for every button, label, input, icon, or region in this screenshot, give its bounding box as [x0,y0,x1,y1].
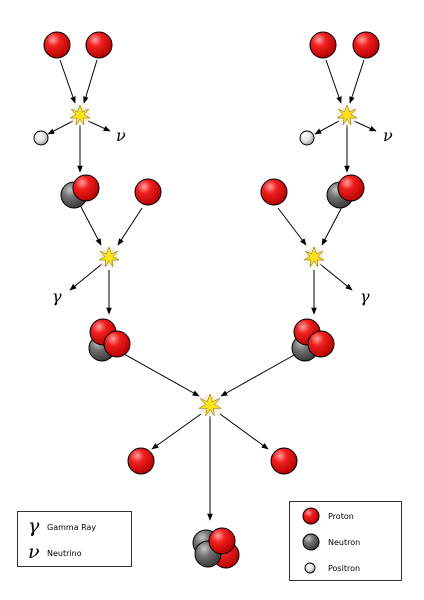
legend-gamma-symbol: γ [28,515,40,537]
proton [208,527,236,555]
legend-particles: Proton Neutron Positron [289,501,402,581]
reaction-flashes [67,102,360,419]
flash-icon [334,102,360,128]
legend-neutron-swatch [302,533,320,551]
proton [352,31,380,59]
proton [134,178,162,206]
positron [299,130,315,146]
arrow [277,207,307,246]
proton [72,174,100,202]
legend-neutrino-label: Neutrino [47,549,82,558]
reaction-arrows [47,59,377,521]
particles [33,31,380,569]
proton [307,330,335,358]
proton [103,330,131,358]
flash-icon [96,244,122,270]
flash-icon [67,102,93,128]
arrow [321,204,344,246]
legend-proton-swatch [302,507,320,525]
proton [337,174,365,202]
proton [127,447,155,475]
arrow [69,263,103,291]
flash-icon [196,391,224,419]
arrow [59,59,76,104]
legend-proton-label: Proton [328,512,354,521]
arrow [325,59,342,104]
arrow [79,204,102,246]
neutrino-label: ν [383,126,393,145]
legend-positron-label: Positron [328,564,360,573]
legend-gamma-label: Gamma Ray [47,523,96,532]
legend-positron-swatch [304,562,316,574]
gamma-label: γ [52,287,62,306]
proton [260,178,288,206]
arrow [353,120,377,132]
arrow [219,413,269,450]
arrow [349,59,365,104]
arrow [117,207,143,246]
arrow [47,120,74,135]
flash-icon [301,244,327,270]
legend-neutrino-symbol: ν [28,541,40,563]
positron [33,130,49,146]
arrow [83,59,98,104]
proton [309,31,337,59]
legend-neutron-label: Neutron [328,538,360,547]
gamma-label: γ [360,287,370,306]
arrow [87,120,111,132]
arrow [220,353,297,397]
proton [85,31,113,59]
arrow [314,120,340,135]
arrow [151,413,202,450]
legend-symbols: γ Gamma Ray ν Neutrino [17,511,132,567]
arrow [319,263,353,291]
proton [270,447,298,475]
arrow [123,353,200,397]
proton [43,31,71,59]
neutrino-label: ν [116,126,126,145]
